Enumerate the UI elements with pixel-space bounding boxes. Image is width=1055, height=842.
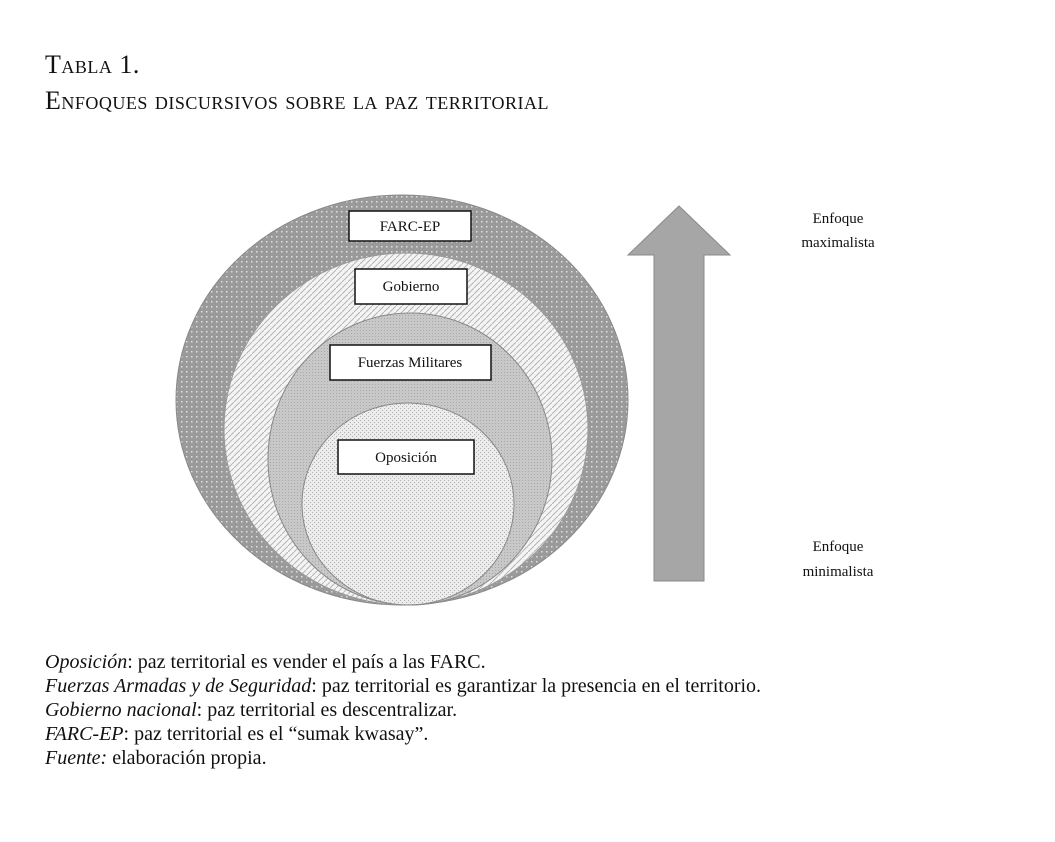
note-term: FARC-EP: [45, 723, 124, 745]
minimalista-label-2: minimalista: [803, 564, 874, 580]
label-gobierno: Gobierno: [383, 279, 440, 295]
maximalista-label-1: Enfoque: [813, 211, 864, 227]
note-term: Fuerzas Armadas y de Seguridad: [45, 675, 312, 697]
note-term: Oposición: [45, 651, 128, 673]
note-text: : paz territorial es vender el país a la…: [127, 651, 486, 673]
note-gobierno: Gobierno nacional: paz territorial es de…: [45, 698, 761, 722]
note-oposicion: Oposición: paz territorial es vender el …: [45, 650, 761, 674]
note-fuerzas: Fuerzas Armadas y de Seguridad: paz terr…: [45, 674, 761, 698]
table-title: Enfoques discursivos sobre la paz territ…: [45, 86, 549, 115]
note-text: elaboración propia.: [107, 747, 267, 769]
note-farc: FARC-EP: paz territorial es el “sumak kw…: [45, 722, 761, 746]
label-oposicion: Oposición: [375, 450, 437, 466]
note-term: Gobierno nacional: [45, 699, 197, 721]
notes: Oposición: paz territorial es vender el …: [45, 650, 761, 770]
note-term: Fuente:: [45, 747, 108, 769]
note-text: : paz territorial es el “sumak kwasay”.: [123, 723, 429, 745]
table-number: Tabla 1.: [45, 50, 140, 79]
circle-oposicion: [301, 402, 515, 606]
up-arrow: [626, 205, 732, 582]
note-text: : paz territorial es descentralizar.: [196, 699, 458, 721]
note-text: : paz territorial es garantizar la prese…: [311, 675, 762, 697]
note-fuente: Fuente: elaboración propia.: [45, 746, 761, 770]
minimalista-label-1: Enfoque: [813, 539, 864, 555]
maximalista-label-2: maximalista: [801, 235, 875, 251]
label-fuerzas-militares: Fuerzas Militares: [358, 355, 463, 371]
label-farc-ep: FARC-EP: [380, 219, 441, 235]
